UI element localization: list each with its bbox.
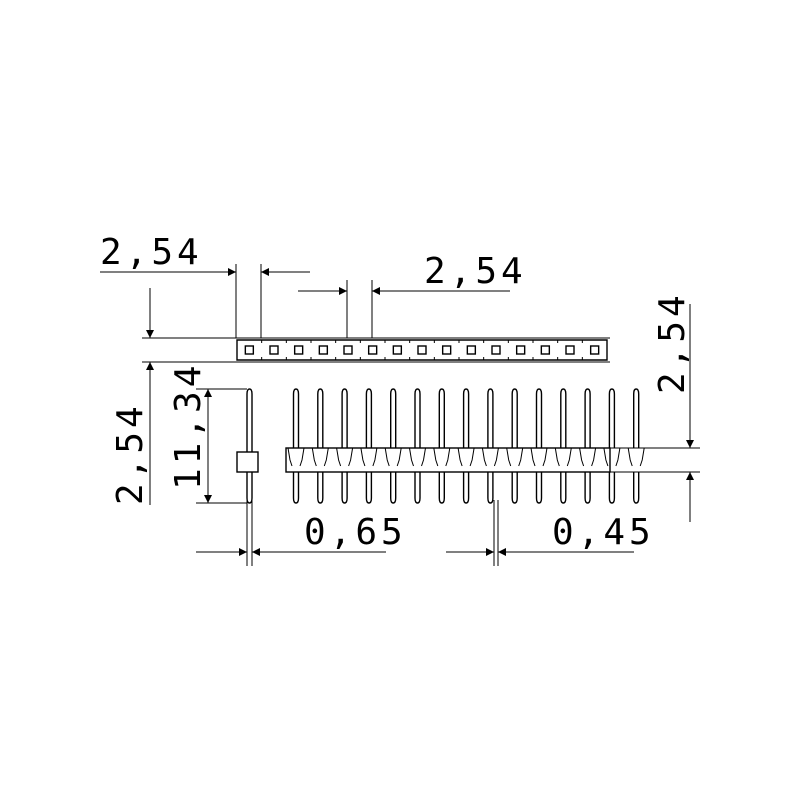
front-pin-upper <box>438 388 445 448</box>
pad-square <box>269 345 279 355</box>
strip-notch <box>506 447 512 467</box>
front-pin-upper <box>462 388 470 448</box>
strip-notch <box>445 447 451 467</box>
front-pin-upper <box>390 388 397 448</box>
pad-square <box>515 345 526 355</box>
front-pin-lower <box>487 472 494 504</box>
strip-notch <box>348 447 354 467</box>
front-pin-upper <box>608 388 616 448</box>
strip-notch <box>299 447 305 467</box>
strip-notch <box>579 447 585 467</box>
pad-square <box>441 345 452 355</box>
dim-label-pitch-top-right: 2,54 <box>424 251 527 292</box>
strip-notch <box>360 447 366 467</box>
front-pin-lower <box>462 472 470 504</box>
strip-notch <box>615 447 621 467</box>
strip-notch <box>409 447 414 467</box>
dim-pitch-top-right: 2,54 <box>298 251 527 338</box>
strip-notch <box>323 447 329 467</box>
front-pin-lower <box>584 472 591 504</box>
strip-notch <box>287 447 293 467</box>
strip-notch <box>591 447 597 467</box>
dim-body-height-left: 2,54 <box>110 288 154 505</box>
front-pin-upper <box>560 388 567 448</box>
strip-notch <box>336 447 342 467</box>
pad-square <box>318 345 329 355</box>
front-pin-lower <box>608 472 616 504</box>
front-pin-lower <box>438 472 445 504</box>
front-pin-lower <box>511 472 518 504</box>
strip-notch <box>457 447 463 467</box>
front-pin-upper <box>633 388 640 448</box>
dim-pin-length: 11,34 <box>168 362 247 504</box>
strip-notch <box>372 447 378 467</box>
front-pin-row <box>285 388 645 504</box>
strip-notch <box>566 447 572 467</box>
strip-notch <box>530 447 536 467</box>
dim-label-pin-width-065: 0,65 <box>304 512 407 553</box>
front-pin-upper <box>365 388 373 448</box>
strip-notch <box>384 447 390 467</box>
top-view <box>142 337 610 363</box>
pad-strip-outline <box>236 339 608 361</box>
dim-body-height-right: 2,54 <box>610 291 700 522</box>
front-pin-lower <box>341 472 348 504</box>
front-pin-upper <box>414 388 421 448</box>
front-view <box>285 388 645 566</box>
pad-square <box>466 345 477 355</box>
pad-square <box>589 345 600 355</box>
dim-label-body-height-right: 2,54 <box>652 291 693 394</box>
strip-notch <box>433 447 439 467</box>
front-pin-lower <box>414 472 421 504</box>
front-pin-lower <box>317 472 324 504</box>
dim-pitch-top-left: 2,54 <box>100 232 310 338</box>
front-pin-lower <box>535 472 543 504</box>
strip-notch <box>554 447 560 467</box>
strip-notch <box>421 447 426 467</box>
dim-label-body-height-left: 2,54 <box>110 402 151 505</box>
pad-square <box>565 345 575 355</box>
front-pin-upper <box>535 388 543 448</box>
pad-row <box>236 339 608 361</box>
front-pin-lower <box>633 472 640 504</box>
front-pin-upper <box>584 388 591 448</box>
strip-notch <box>311 447 317 467</box>
strip-notch <box>627 447 633 467</box>
strip-notch <box>493 447 499 467</box>
strip-notch <box>542 447 548 467</box>
strip-notch <box>469 447 475 467</box>
plastic-strip <box>285 447 611 473</box>
dim-label-pin-length: 11,34 <box>168 362 209 490</box>
front-pin-lower <box>560 472 567 504</box>
strip-notch <box>603 447 609 467</box>
pad-square <box>491 345 501 355</box>
pad-square <box>343 345 353 355</box>
front-pin-upper <box>317 388 324 448</box>
pad-square <box>392 345 403 355</box>
dim-pin-width-065: 0,65 <box>196 512 407 556</box>
pad-square <box>293 345 304 355</box>
pad-square <box>417 345 427 355</box>
pad-square <box>540 345 551 355</box>
front-pin-upper <box>511 388 518 448</box>
dim-pin-width-045: 0,45 <box>446 512 655 556</box>
strip-notch <box>396 447 402 467</box>
dim-label-pitch-top-left: 2,54 <box>100 232 203 273</box>
front-pin-lower <box>390 472 397 504</box>
pad-square <box>244 345 255 355</box>
strip-notch <box>639 447 645 467</box>
front-pin-upper <box>292 388 300 448</box>
dim-label-pin-width-045: 0,45 <box>552 512 655 553</box>
strip-notch <box>481 447 487 467</box>
side-view <box>236 388 259 566</box>
front-pin-lower <box>292 472 300 504</box>
strip-notch <box>518 447 524 467</box>
front-pin-upper <box>487 388 494 448</box>
front-pin-lower <box>365 472 373 504</box>
front-pin-upper <box>341 388 348 448</box>
pad-square <box>367 345 378 355</box>
